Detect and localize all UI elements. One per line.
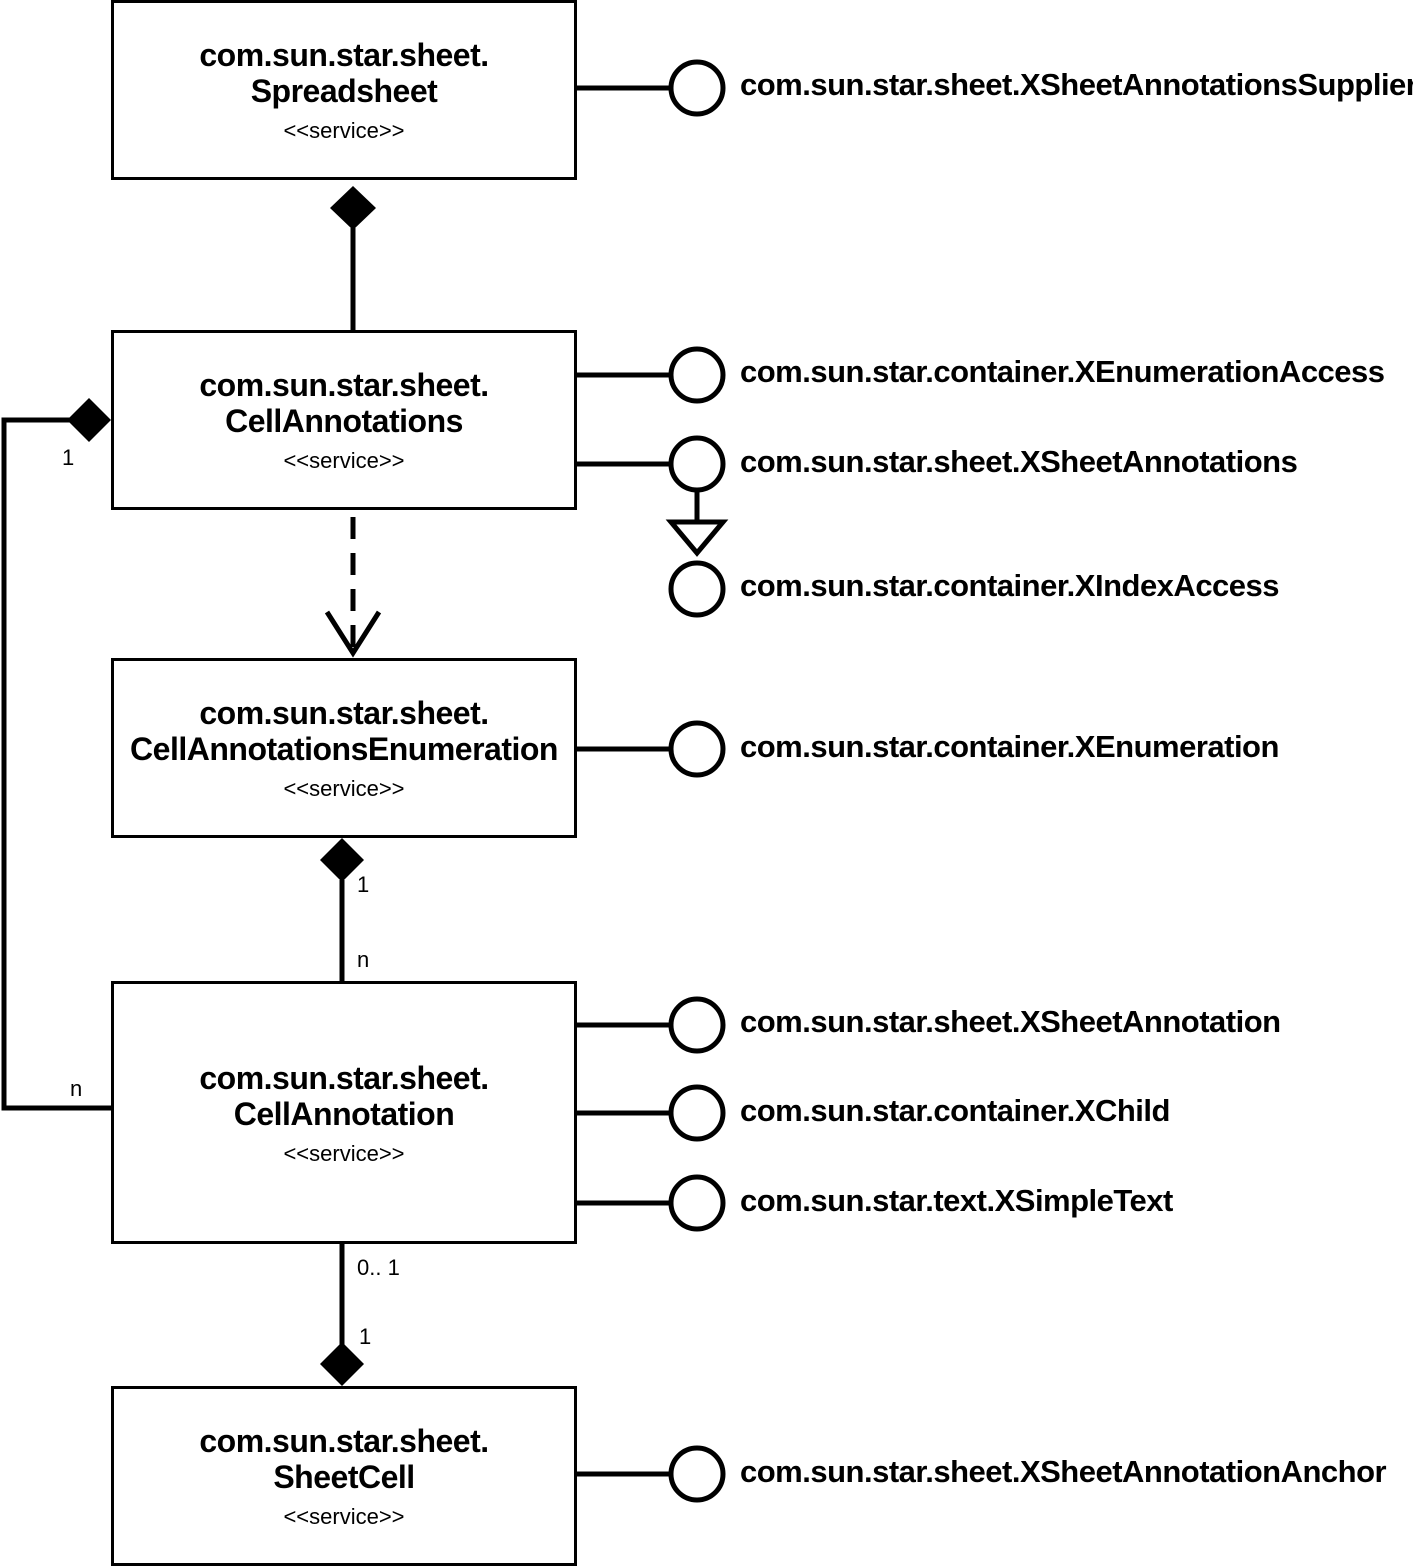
service-box-cell-annotation: com.sun.star.sheet. CellAnnotation <<ser… [111,981,577,1244]
service-name: CellAnnotation [233,1095,455,1132]
service-stereotype: <<service>> [283,1504,405,1529]
service-package: com.sun.star.sheet. [199,1059,489,1096]
service-box-spreadsheet: com.sun.star.sheet. Spreadsheet <<servic… [111,0,577,180]
lollipop-circle-x-enumeration-access [668,346,726,404]
interface-label-x-simple-text: com.sun.star.text.XSimpleText [740,1183,1173,1218]
service-package: com.sun.star.sheet. [199,367,489,403]
multiplicity-label: 1 [359,1324,372,1349]
service-box-cell-annotations-enumeration: com.sun.star.sheet. CellAnnotationsEnume… [111,658,577,838]
multiplicity-label: n [70,1076,83,1101]
lollipop-circle-x-sheet-annotation [668,996,726,1054]
lollipop-circle-x-sheet-annotations [668,435,726,493]
service-package: com.sun.star.sheet. [199,37,489,73]
composition-diamond-enumeration [320,838,364,882]
service-name: Spreadsheet [250,73,438,109]
interface-label-x-sheet-annotation: com.sun.star.sheet.XSheetAnnotation [740,1004,1281,1039]
interface-label-x-enumeration: com.sun.star.container.XEnumeration [740,729,1279,764]
interface-label-x-index-access: com.sun.star.container.XIndexAccess [740,568,1280,603]
composition-diamond-spreadsheet [330,186,376,230]
composition-diamond-left-loop [67,398,111,442]
lollipop-circle-x-sheet-annotations-supplier [668,59,726,117]
inheritance-arrowhead [665,519,729,557]
lollipop-circle-x-enumeration [668,720,726,778]
service-name: CellAnnotations [225,403,463,439]
multiplicity-label: 1 [357,872,370,897]
lollipop-circle-x-index-access [668,560,726,618]
service-box-sheet-cell: com.sun.star.sheet. SheetCell <<service>… [111,1386,577,1566]
multiplicity-label: n [357,947,370,972]
service-stereotype: <<service>> [283,448,405,473]
interface-label-x-enumeration-access: com.sun.star.container.XEnumerationAcces… [740,354,1385,389]
composition-line-left-loop [1,417,112,1111]
interface-label-x-sheet-annotations: com.sun.star.sheet.XSheetAnnotations [740,444,1298,479]
service-stereotype: <<service>> [283,118,405,143]
service-name: SheetCell [273,1459,415,1495]
service-package: com.sun.star.sheet. [199,1423,489,1459]
lollipop-circle-x-child [668,1084,726,1142]
dependency-arrowhead [324,610,382,658]
interface-label-x-sheet-annotation-anchor: com.sun.star.sheet.XSheetAnnotationAncho… [740,1454,1387,1489]
service-name: CellAnnotationsEnumeration [130,731,558,767]
interface-label-x-sheet-annotations-supplier: com.sun.star.sheet.XSheetAnnotationsSupp… [740,67,1413,102]
service-package: com.sun.star.sheet. [199,695,489,731]
multiplicity-label: 0.. 1 [357,1255,400,1280]
interface-label-x-child: com.sun.star.container.XChild [740,1093,1170,1128]
service-stereotype: <<service>> [283,1140,405,1166]
service-box-cell-annotations: com.sun.star.sheet. CellAnnotations <<se… [111,330,577,510]
composition-diamond-sheetcell [320,1342,364,1386]
service-stereotype: <<service>> [283,776,405,801]
multiplicity-label: 1 [62,445,75,470]
lollipop-circle-x-sheet-annotation-anchor [668,1445,726,1503]
lollipop-circle-x-simple-text [668,1174,726,1232]
